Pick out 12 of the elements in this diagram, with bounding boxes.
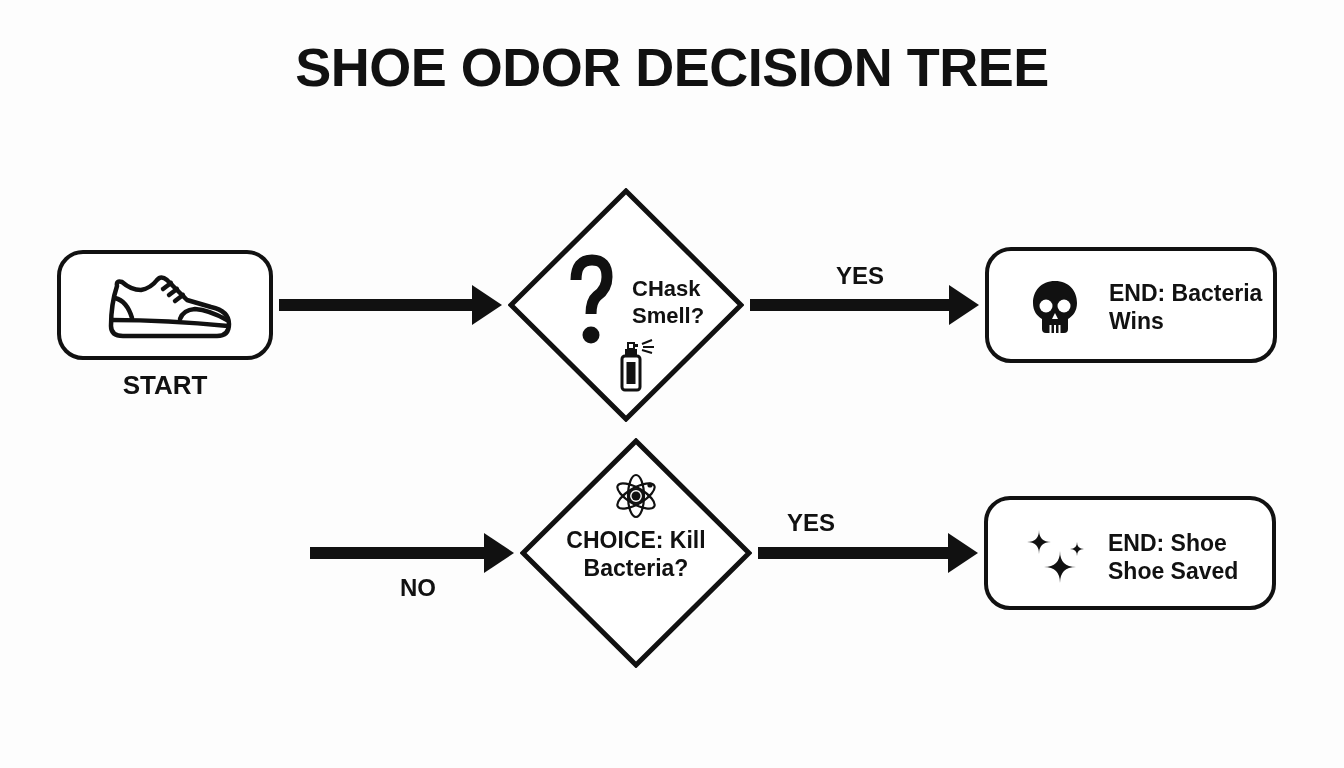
decision-text: CHOICE: Kill Bacteria? [565, 526, 707, 583]
end-box [985, 247, 1277, 363]
node-label: START [121, 370, 209, 402]
end-box [984, 496, 1276, 610]
node-text: END: Shoe Shoe Saved [1108, 529, 1240, 586]
decision-text: CHask Smell? [632, 276, 706, 330]
arrow [750, 285, 979, 325]
node-text: END: Bacteria Wins [1109, 279, 1264, 336]
arrow [758, 533, 978, 573]
diagram-title: SHOE ODOR DECISION TREE [295, 37, 1049, 97]
arrow [310, 533, 514, 573]
arrow [279, 285, 502, 325]
